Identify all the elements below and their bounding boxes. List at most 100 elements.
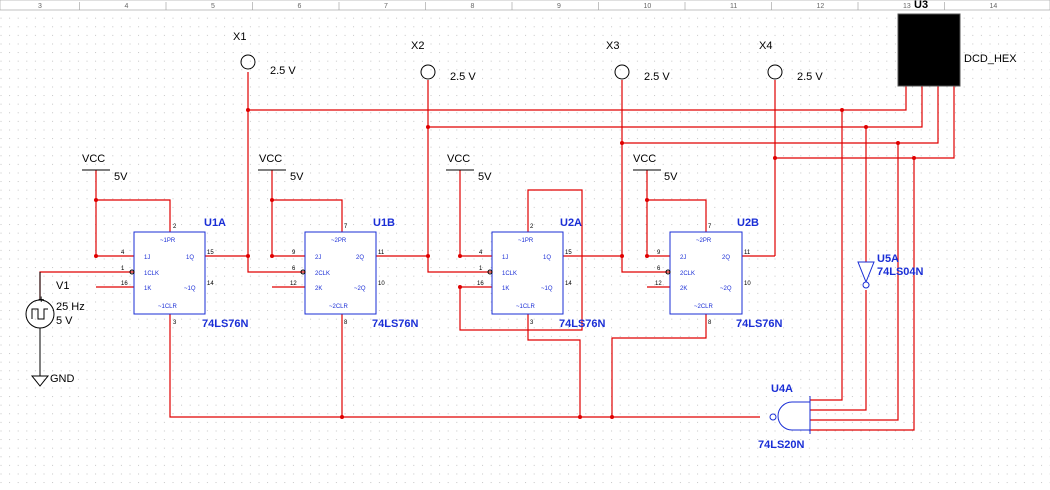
probe-x3-name: X3	[606, 40, 619, 52]
u2b-pin-pr: ~2PR	[696, 238, 712, 244]
u1a-pnum-j: 4	[121, 250, 125, 256]
u1a-pin-pr: ~1PR	[160, 238, 176, 244]
u2b-pin-j: 2J	[680, 255, 686, 261]
u1b-pin-clr: ~2CLR	[329, 304, 349, 310]
u2a-ref: U2A	[560, 217, 582, 229]
u1a-pin-j: 1J	[144, 255, 150, 261]
vcc-supply-3[interactable]: VCC 5V	[446, 153, 492, 183]
wire-clear-bus[interactable]	[169, 314, 760, 418]
flipflop-u1a[interactable]: U1A 74LS76N ~1PR 1J 1CLK 1K ~1CLR 1Q ~1Q…	[121, 217, 249, 330]
u1a-pin-clk: 1CLK	[144, 271, 159, 277]
v1-ref: V1	[56, 280, 69, 292]
u1b-pin-clk: 2CLK	[315, 271, 330, 277]
probe-x1[interactable]: X1 2.5 V	[233, 31, 296, 77]
ruler-tick-label: 14	[990, 3, 998, 10]
u1b-pnum-qn: 10	[378, 281, 385, 287]
ground-symbol: GND	[30, 373, 75, 387]
vcc-4-value: 5V	[664, 171, 678, 183]
u2b-pnum-qn: 10	[744, 281, 751, 287]
u2b-pnum-pr: 7	[708, 224, 712, 230]
wire-clear-u2a[interactable]	[527, 314, 581, 417]
wire-u1b-q[interactable]	[376, 255, 492, 273]
u2b-part: 74LS76N	[736, 318, 783, 330]
u3-part: DCD_HEX	[964, 53, 1017, 65]
u2a-pin-k: 1K	[502, 286, 509, 292]
probe-x4-voltage: 2.5 V	[797, 71, 823, 83]
wire-u2a-q[interactable]	[563, 255, 670, 273]
vcc-3-label: VCC	[447, 153, 470, 165]
u3-ref: U3	[914, 0, 928, 11]
u2a-pnum-pr: 2	[530, 224, 534, 230]
wire-bus-x3[interactable]	[622, 86, 939, 144]
probe-x3-voltage: 2.5 V	[644, 71, 670, 83]
wire-nand-in2[interactable]	[810, 290, 867, 411]
wire-vcc2-pr[interactable]	[272, 199, 343, 232]
wire-nand-in1[interactable]	[810, 110, 843, 401]
probe-x2-name: X2	[411, 40, 424, 52]
vcc-1-label: VCC	[82, 153, 105, 165]
probe-x2[interactable]: X2 2.5 V	[411, 40, 476, 83]
flipflop-u2a[interactable]: U2A 74LS76N ~1PR 1J 1CLK 1K ~1CLR 1Q ~1Q…	[477, 217, 606, 330]
u2a-pin-qn: ~1Q	[541, 286, 553, 292]
u2b-pnum-j: 9	[657, 250, 661, 256]
u2a-pin-j: 1J	[502, 255, 508, 261]
u1b-pin-k: 2K	[315, 286, 322, 292]
flipflop-u1b[interactable]: U1B 74LS76N ~2PR 2J 2CLK 2K ~2CLR 2Q ~2Q…	[290, 217, 419, 330]
u1b-pin-j: 2J	[315, 255, 321, 261]
wire-clear-u2b[interactable]	[611, 314, 707, 417]
u1b-pnum-pr: 7	[344, 224, 348, 230]
ruler-tick-label: 8	[471, 3, 475, 10]
u1a-part: 74LS76N	[202, 318, 249, 330]
u1b-pin-pr: ~2PR	[331, 238, 347, 244]
u4a-ref: U4A	[771, 383, 793, 395]
u2b-pin-qn: ~2Q	[720, 286, 732, 292]
u1a-pin-qn: ~1Q	[184, 286, 196, 292]
u1a-pnum-qn: 14	[207, 281, 214, 287]
u2b-pnum-clr: 8	[708, 320, 712, 326]
probe-x4[interactable]: X4 2.5 V	[759, 40, 823, 83]
vcc-2-value: 5V	[290, 171, 304, 183]
u2a-pnum-q: 15	[565, 250, 572, 256]
u2b-pin-clr: ~2CLR	[694, 304, 714, 310]
probe-x2-voltage: 2.5 V	[450, 71, 476, 83]
u1b-pnum-j: 9	[292, 250, 296, 256]
vcc-supply-4[interactable]: VCC 5V	[633, 153, 678, 183]
probe-x3[interactable]: X3 2.5 V	[606, 40, 670, 83]
wire-vcc4-pr[interactable]	[647, 199, 707, 232]
flipflop-u2b[interactable]: U2B 74LS76N ~2PR 2J 2CLK 2K ~2CLR 2Q ~2Q…	[655, 217, 783, 330]
u1b-pnum-clk: 6	[292, 266, 296, 272]
wire-bus-x4[interactable]	[775, 86, 955, 159]
ruler-tick-label: 5	[211, 3, 215, 10]
u1a-pnum-pr: 2	[173, 224, 177, 230]
wire-nand-in4[interactable]	[810, 158, 915, 431]
u4a-part: 74LS20N	[758, 439, 805, 451]
wire-bus-x2[interactable]	[428, 86, 923, 128]
wire-bus-x1[interactable]	[248, 86, 907, 111]
vcc-1-value: 5V	[114, 171, 128, 183]
u1b-pnum-clr: 8	[344, 320, 348, 326]
wire-vcc1-pr[interactable]	[96, 199, 171, 232]
u2a-pin-clk: 1CLK	[502, 271, 517, 277]
svg-text:+: +	[38, 294, 44, 306]
vcc-4-label: VCC	[633, 153, 656, 165]
u2a-pnum-qn: 14	[565, 281, 572, 287]
clock-source-v1[interactable]: + V1 25 Hz 5 V	[25, 272, 85, 376]
hex-display-u3[interactable]: U3 DCD_HEX	[897, 0, 1017, 87]
wire-nand-in3[interactable]	[810, 143, 899, 421]
vcc-supply-1[interactable]: VCC 5V	[82, 153, 128, 183]
wire-u1a-q[interactable]	[205, 255, 305, 273]
wire-u2a-pr-loop[interactable]	[459, 189, 583, 331]
inverter-u5a[interactable]: U5A 74LS04N	[857, 253, 924, 289]
u2a-pnum-clk: 1	[479, 266, 483, 272]
nand-gate-u4a[interactable]: U4A 74LS20N	[758, 383, 811, 451]
ruler-tick-label: 11	[730, 3, 737, 10]
vcc-supply-2[interactable]: VCC 5V	[258, 153, 304, 183]
u2a-pnum-k: 16	[477, 281, 484, 287]
u2a-pin-q: 1Q	[543, 255, 551, 261]
u2a-pnum-clr: 3	[530, 320, 534, 326]
u1b-ref: U1B	[373, 217, 395, 229]
u1b-pnum-q: 11	[378, 250, 385, 256]
u2b-pnum-q: 11	[744, 250, 751, 256]
